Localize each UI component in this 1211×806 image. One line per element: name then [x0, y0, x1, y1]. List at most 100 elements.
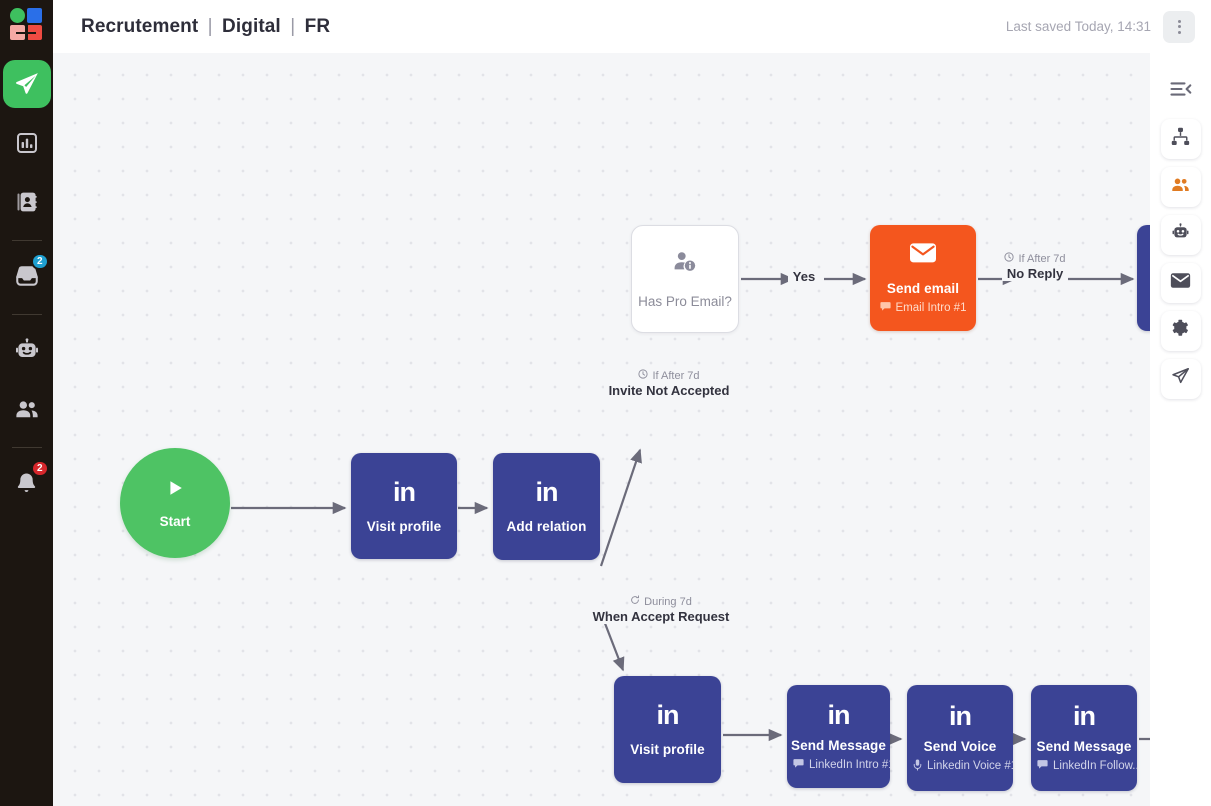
left-sidebar: 2 2	[0, 0, 53, 806]
linkedin-icon: in	[393, 476, 416, 507]
sidebar-item-team[interactable]	[3, 385, 51, 433]
logo-green-circle	[9, 8, 25, 23]
node-title: Send Message	[791, 737, 886, 753]
title-separator-1: |	[202, 15, 219, 37]
page-title-part-2: Digital	[222, 15, 281, 37]
linkedin-icon: in	[656, 700, 680, 730]
node-visit-profile-1[interactable]: in Visit profile	[351, 453, 457, 559]
collapse-panel-button[interactable]	[1161, 71, 1201, 111]
linkedin-icon: in	[535, 477, 559, 507]
node-send-voice[interactable]: in Send Voice Linkedin Voice #1	[907, 685, 1013, 791]
user-info-icon	[672, 249, 698, 280]
header-actions: Last saved Today, 14:31	[1005, 10, 1195, 43]
edge-condition-text: If After 7d	[652, 369, 700, 382]
linkedin-icon: in	[949, 700, 972, 731]
sidebar-divider-2	[11, 314, 42, 315]
clock-icon	[1004, 252, 1015, 265]
workflow-canvas[interactable]: Start in Visit profile in Add relation H…	[53, 53, 1211, 806]
node-subtitle-row: Linkedin Voice #1	[907, 758, 1013, 774]
edge-label-text: No Reply	[1001, 266, 1069, 281]
robot-icon	[1171, 223, 1190, 247]
sitemap-icon	[1171, 127, 1190, 151]
edge-label-text: Invite Not Accepted	[603, 383, 735, 398]
brand-logo[interactable]	[9, 8, 44, 42]
bot-actions-button[interactable]	[1160, 215, 1201, 255]
node-send-message-1[interactable]: in Send Message LinkedIn Intro #1	[787, 685, 890, 788]
paper-plane-icon	[1171, 367, 1190, 391]
edge-label-invite-not-accepted: If After 7d Invite Not Accepted	[550, 369, 788, 400]
node-title: Visit profile	[630, 742, 705, 757]
edge-condition-text: During 7d	[644, 595, 692, 608]
play-icon	[164, 477, 186, 504]
collapse-icon	[1169, 80, 1192, 103]
settings-button[interactable]	[1160, 311, 1201, 351]
logo-blue-square	[26, 8, 42, 23]
edge-condition-row: If After 7d	[965, 252, 1105, 265]
node-subtitle: Linkedin Voice #1	[927, 760, 1013, 772]
robot-icon	[15, 338, 39, 362]
edge-label-when-accept-request: During 7d When Accept Request	[542, 595, 780, 626]
kebab-dot-3	[1177, 30, 1181, 34]
sidebar-item-analytics[interactable]	[3, 119, 51, 167]
edge-label-text: When Accept Request	[587, 609, 735, 624]
paper-plane-icon	[14, 71, 40, 97]
node-title: Send Voice	[923, 738, 997, 754]
kebab-dot-2	[1177, 25, 1181, 28]
node-add-relation[interactable]: in Add relation	[493, 453, 600, 560]
node-subtitle-row: LinkedIn Follow...	[1031, 759, 1137, 773]
sidebar-divider-3	[11, 447, 42, 448]
node-subtitle: LinkedIn Intro #1	[809, 758, 890, 771]
message-icon	[879, 301, 891, 315]
clock-icon	[638, 369, 649, 382]
last-saved-label: Last saved Today, 14:31	[1005, 19, 1151, 34]
people-icon	[14, 396, 40, 422]
refresh-icon	[630, 595, 640, 608]
top-header: Recrutement | Digital | FR Last saved To…	[53, 0, 1211, 53]
linkedin-icon: in	[1073, 701, 1096, 731]
edge-label-text: Yes	[787, 269, 821, 284]
node-start-label: Start	[159, 514, 191, 529]
node-has-pro-email[interactable]: Has Pro Email?	[631, 225, 739, 333]
sidebar-item-inbox[interactable]: 2	[3, 252, 51, 300]
more-options-button[interactable]	[1163, 10, 1195, 43]
flow-structure-button[interactable]	[1160, 119, 1201, 159]
right-toolbar	[1150, 53, 1211, 806]
sidebar-item-notifications[interactable]: 2	[3, 459, 51, 507]
gear-icon	[1171, 319, 1190, 343]
envelope-icon	[909, 242, 937, 269]
linkedin-icon: in	[827, 699, 851, 730]
people-icon	[1170, 174, 1191, 200]
inbox-badge: 2	[30, 253, 49, 270]
send-actions-button[interactable]	[1160, 359, 1201, 399]
node-visit-profile-2[interactable]: in Visit profile	[614, 676, 721, 783]
node-subtitle: LinkedIn Follow...	[1053, 760, 1137, 772]
workflow-edges	[231, 272, 1158, 746]
node-send-message-2[interactable]: in Send Message LinkedIn Follow...	[1031, 685, 1137, 791]
node-subtitle-row: LinkedIn Intro #1	[787, 758, 890, 772]
page-title-part-1: Recrutement	[81, 15, 199, 37]
message-icon	[793, 758, 804, 772]
leads-button[interactable]	[1160, 167, 1201, 207]
title-separator-2: |	[284, 15, 301, 37]
node-title: Add relation	[506, 519, 587, 534]
node-subtitle: Email Intro #1	[895, 301, 967, 314]
bell-icon	[14, 471, 39, 496]
node-start[interactable]: Start	[120, 448, 230, 558]
edge-label-no-reply: If After 7d No Reply	[965, 252, 1105, 283]
sidebar-item-campaigns[interactable]	[2, 60, 51, 108]
email-actions-button[interactable]	[1160, 263, 1201, 303]
edge-addrel-to-hasmail	[599, 448, 642, 567]
envelope-icon	[1170, 272, 1191, 294]
mic-icon	[913, 758, 922, 774]
node-send-email[interactable]: Send email Email Intro #1	[870, 225, 976, 331]
node-title: Send Message	[1036, 739, 1132, 754]
edge-condition-row: During 7d	[542, 595, 780, 608]
message-icon	[1037, 759, 1048, 773]
logo-divider-horizontal	[15, 32, 36, 34]
sidebar-item-bot[interactable]	[3, 326, 51, 374]
sidebar-item-contacts[interactable]	[3, 178, 51, 226]
kebab-dot-1	[1177, 19, 1181, 23]
edge-condition-row: If After 7d	[550, 369, 788, 382]
node-title: Send email	[886, 280, 960, 296]
sidebar-divider-1	[11, 240, 42, 241]
